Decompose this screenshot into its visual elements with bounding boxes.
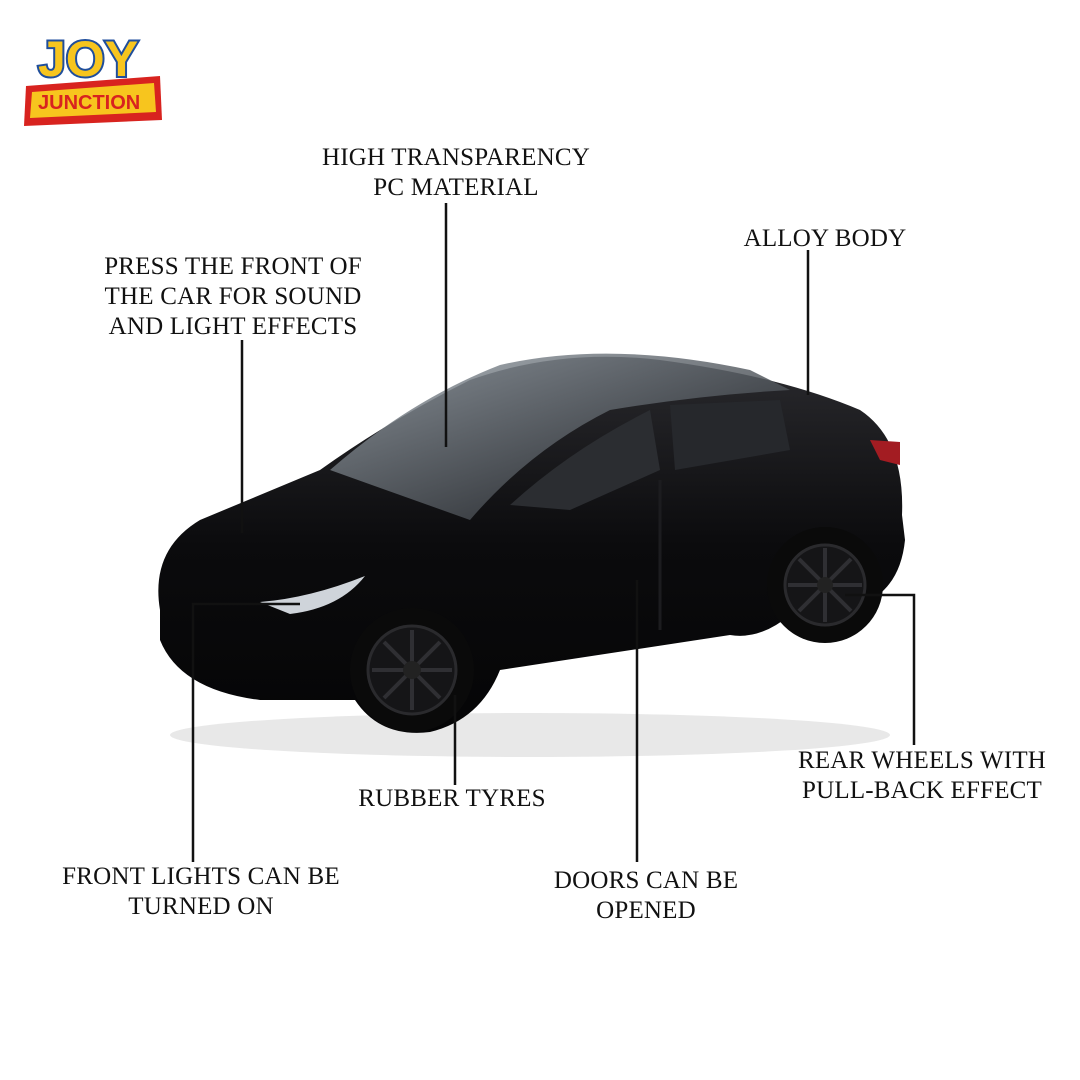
callout-text: ALLOY BODY [743, 225, 907, 252]
callout-tyres: RUBBER TYRES [352, 784, 552, 814]
callout-alloy: ALLOY BODY [730, 224, 920, 254]
callout-doors: DOORS CAN BE OPENED [540, 866, 752, 926]
callout-text: HIGH TRANSPARENCY [321, 144, 591, 171]
callout-text: TURNED ON [128, 893, 274, 920]
callout-lights: FRONT LIGHTS CAN BE TURNED ON [56, 862, 346, 922]
callout-text: DOORS CAN BE [553, 867, 739, 894]
callout-press: PRESS THE FRONT OF THE CAR FOR SOUND AND… [88, 252, 378, 342]
svg-text:JOY: JOY [38, 31, 138, 87]
callout-wheels: REAR WHEELS WITH PULL-BACK EFFECT [782, 746, 1062, 806]
callout-text: PC MATERIAL [373, 174, 539, 201]
svg-text:JUNCTION: JUNCTION [38, 92, 140, 114]
callout-text: OPENED [596, 897, 696, 924]
callout-text: AND LIGHT EFFECTS [108, 313, 358, 340]
toy-car-image [158, 353, 906, 757]
callout-text: RUBBER TYRES [358, 785, 546, 812]
joy-junction-logo: JOY JUNCTION [24, 29, 162, 126]
callout-text: PULL-BACK EFFECT [801, 777, 1043, 804]
callout-text: THE CAR FOR SOUND [104, 283, 362, 310]
callout-text: REAR WHEELS WITH [797, 747, 1047, 774]
callout-material: HIGH TRANSPARENCY PC MATERIAL [306, 143, 606, 203]
callout-text: FRONT LIGHTS CAN BE [62, 863, 340, 890]
callout-text: PRESS THE FRONT OF [104, 253, 362, 280]
